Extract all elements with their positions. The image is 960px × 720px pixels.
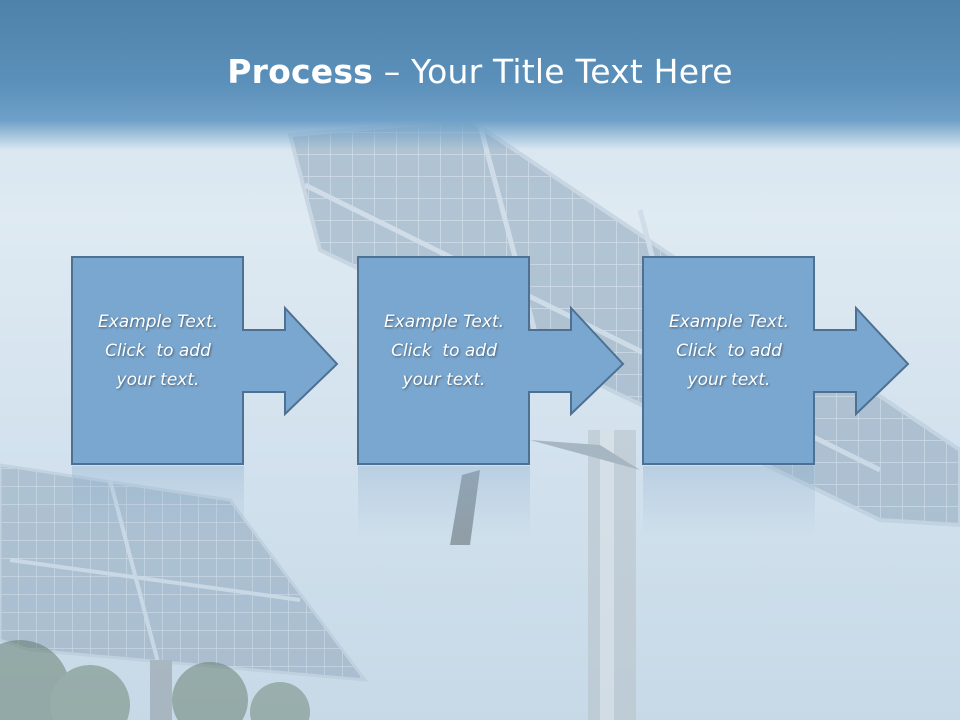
arrow-right-icon (357, 256, 625, 465)
step-2-line-1: Example Text. (383, 312, 505, 332)
step-3-reflection (643, 466, 815, 536)
step-1-line-3: your text. (116, 370, 200, 390)
step-1-reflection (72, 466, 244, 536)
step-3-line-2: Click to add (676, 341, 782, 361)
title-bold: Process (227, 52, 374, 91)
panel-pole (450, 430, 640, 720)
arrow-right-icon (642, 256, 910, 465)
process-step-2[interactable]: Example Text. Click to add your text. (357, 256, 627, 466)
step-3-text[interactable]: Example Text. Click to add your text. (644, 308, 814, 395)
arrow-right-icon (71, 256, 339, 465)
title-bar (0, 0, 960, 150)
process-step-1[interactable]: Example Text. Click to add your text. (71, 256, 341, 466)
step-2-text[interactable]: Example Text. Click to add your text. (359, 308, 529, 395)
step-2-reflection (358, 466, 530, 536)
process-step-3[interactable]: Example Text. Click to add your text. (642, 256, 912, 466)
trees (0, 640, 310, 720)
step-2-line-2: Click to add (391, 341, 497, 361)
step-2-line-3: your text. (402, 370, 486, 390)
step-3-line-1: Example Text. (668, 312, 790, 332)
slide-title[interactable]: Process – Your Title Text Here (0, 52, 960, 91)
step-1-line-1: Example Text. (97, 312, 219, 332)
title-rest: – Your Title Text Here (373, 52, 733, 91)
small-solar-panel (0, 463, 369, 720)
step-3-line-3: your text. (687, 370, 771, 390)
step-1-line-2: Click to add (105, 341, 211, 361)
step-1-text[interactable]: Example Text. Click to add your text. (73, 308, 243, 395)
